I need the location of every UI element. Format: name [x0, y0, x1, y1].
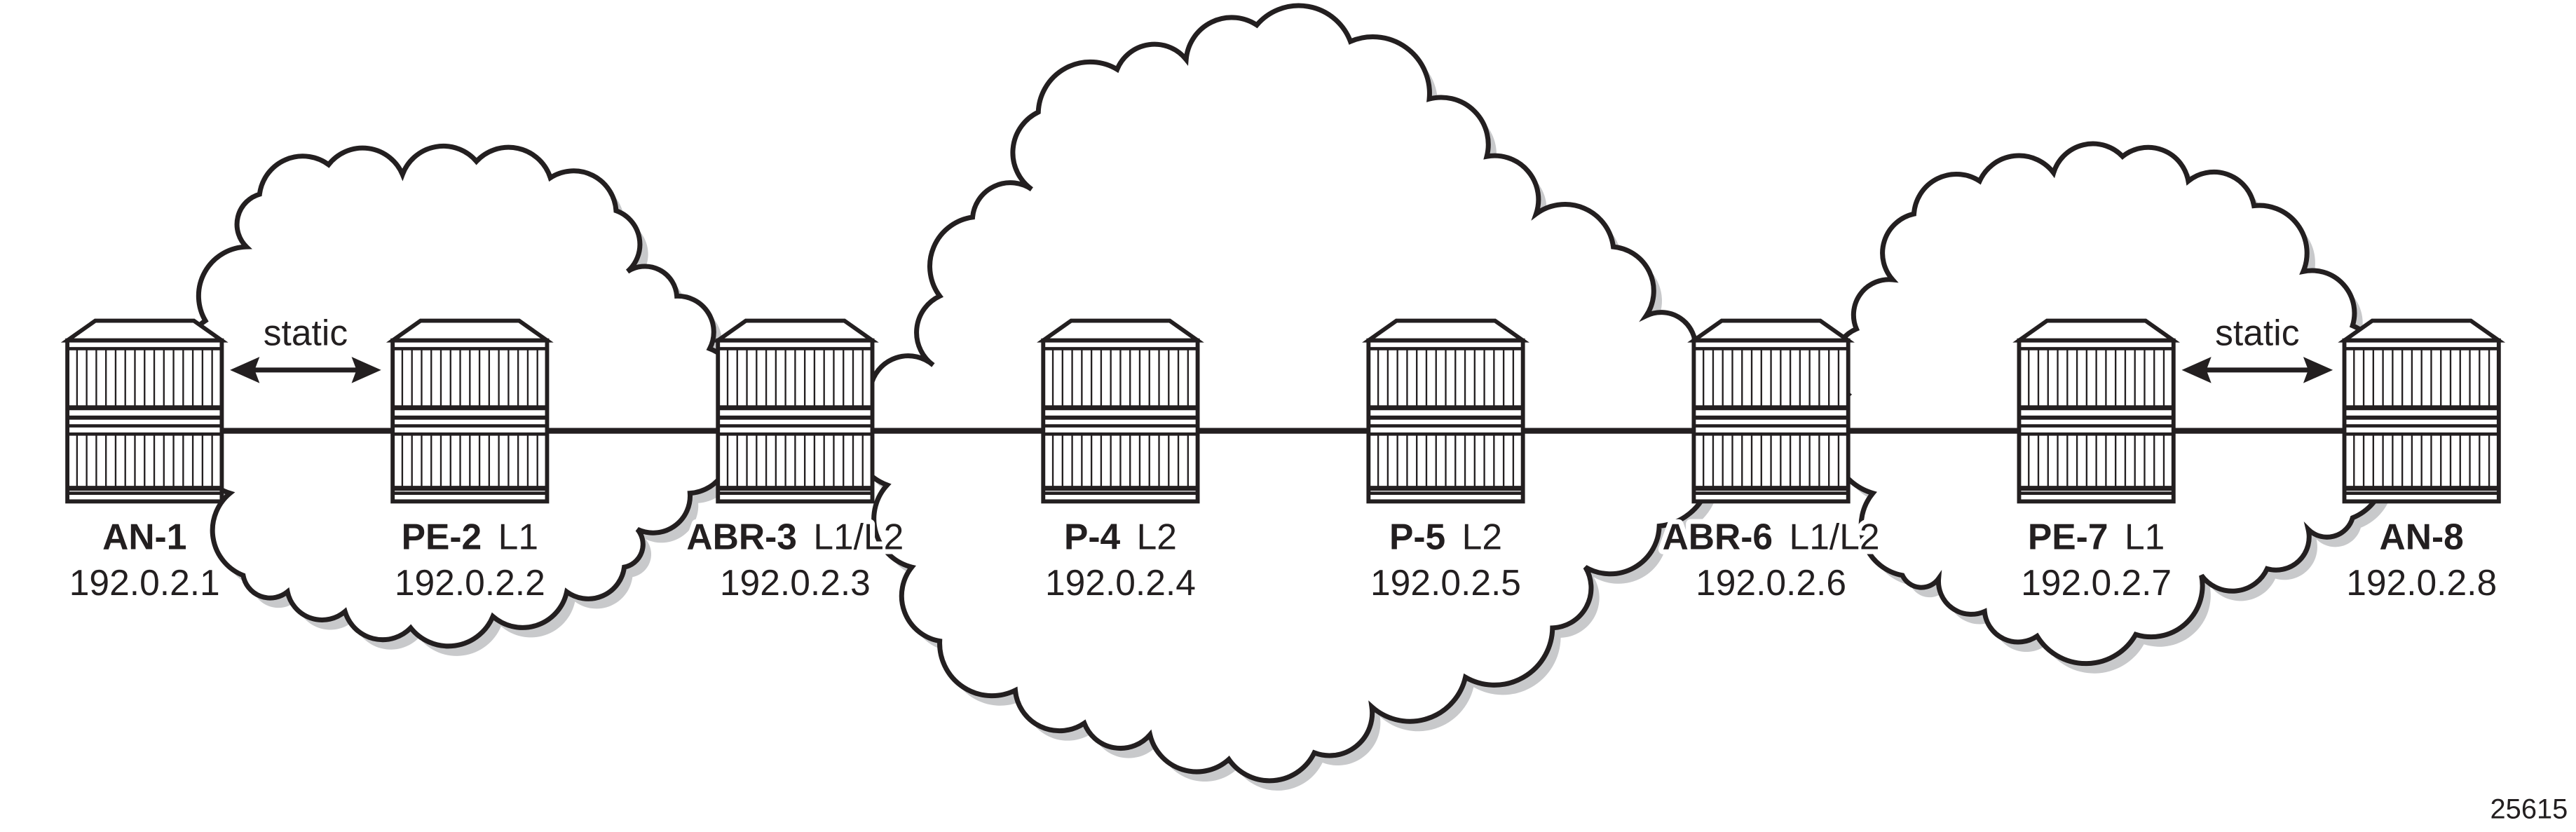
node-level: L1: [498, 516, 538, 557]
node-name: PE-7: [2028, 516, 2108, 557]
node-name: AN-1: [102, 516, 186, 557]
node-name: PE-2: [402, 516, 482, 557]
router-abr-6[interactable]: [1687, 318, 1855, 504]
router-icon: [386, 318, 554, 504]
node-ip: 192.0.2.4: [1045, 562, 1196, 603]
figure-id: 25615: [2490, 794, 2568, 825]
router-pe-2[interactable]: [386, 318, 554, 504]
static-arrow-right: static: [2181, 313, 2333, 383]
node-name-label: AN-8: [2380, 516, 2464, 557]
router-p-5[interactable]: [1362, 318, 1529, 504]
router-icon: [1687, 318, 1855, 504]
node-name-label: P-5 L2: [1389, 516, 1502, 557]
router-pe-7[interactable]: [2012, 318, 2181, 504]
router-an-1[interactable]: [60, 318, 229, 504]
arrowhead-icon: [2303, 357, 2333, 383]
router-icon: [2338, 318, 2506, 504]
node-name-label: PE-7 L1: [2028, 516, 2165, 557]
node-level: L1/L2: [1790, 516, 1880, 557]
router-an-8[interactable]: [2338, 318, 2506, 504]
router-icon: [1037, 318, 1204, 504]
node-ip: 192.0.2.3: [720, 562, 871, 603]
node-level: L1: [2125, 516, 2165, 557]
static-arrow-left: static: [230, 313, 381, 383]
router-icon: [1362, 318, 1529, 504]
node-name-label: P-4 L2: [1064, 516, 1177, 557]
node-ip: 192.0.2.1: [69, 562, 220, 603]
node-name-label: PE-2 L1: [402, 516, 538, 557]
node-labels: AN-1 192.0.2.1 PE-2 L1 192.0.2.2 ABR-3 L1/L2 19…: [64, 511, 2502, 608]
static-label: static: [2215, 313, 2299, 353]
router-icon: [711, 318, 879, 504]
node-name: P-5: [1389, 516, 1445, 557]
node-name: P-4: [1064, 516, 1121, 557]
node-ip: 192.0.2.5: [1370, 562, 1521, 603]
cloud-middle-l2: [847, 3, 1726, 784]
node-ip: 192.0.2.7: [2021, 562, 2172, 603]
arrowhead-icon: [2181, 357, 2212, 383]
router-abr-3[interactable]: [711, 318, 879, 504]
static-routes: static static: [230, 313, 2333, 383]
node-name: ABR-3: [686, 516, 797, 557]
node-level: L1/L2: [813, 516, 904, 557]
router-p-4[interactable]: [1037, 318, 1204, 504]
node-ip: 192.0.2.6: [1696, 562, 1846, 603]
node-name-label: ABR-3 L1/L2: [686, 516, 904, 557]
node-name: AN-8: [2380, 516, 2464, 557]
router-icon: [2012, 318, 2181, 504]
arrowhead-icon: [351, 357, 381, 383]
node-name-label: ABR-6 L1/L2: [1663, 516, 1880, 557]
routers: [60, 318, 2506, 504]
node-ip: 192.0.2.2: [395, 562, 545, 603]
node-name-label: AN-1: [102, 516, 186, 557]
node-ip: 192.0.2.8: [2346, 562, 2497, 603]
static-label: static: [264, 313, 348, 353]
node-level: L2: [1137, 516, 1177, 557]
router-icon: [60, 318, 229, 504]
arrowhead-icon: [230, 357, 260, 383]
node-level: L2: [1462, 516, 1502, 557]
node-name: ABR-6: [1663, 516, 1773, 557]
